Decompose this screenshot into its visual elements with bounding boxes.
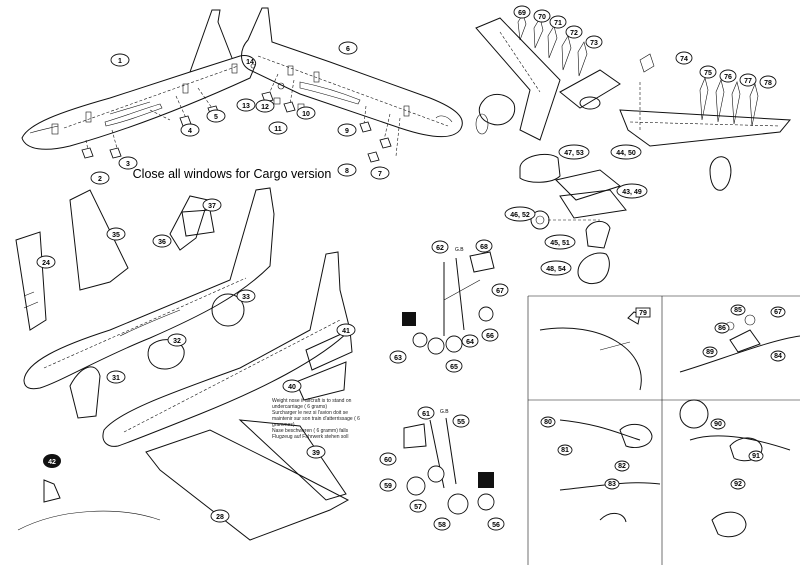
panel-callout-79: 79 — [639, 310, 647, 317]
callout-32: 32 — [173, 338, 181, 345]
callout-2: 2 — [98, 176, 102, 183]
callout-4: 4 — [188, 128, 192, 135]
fuselage-left-half — [21, 9, 257, 159]
weight-note-fr: Surcharger le nez si l'avion doit se mai… — [272, 410, 360, 428]
callout-35: 35 — [112, 232, 120, 239]
callout-33: 33 — [242, 294, 250, 301]
panel-callout-67: 67 — [774, 309, 782, 316]
panel-callout-86: 86 — [718, 325, 726, 332]
callout-11: 11 — [274, 126, 282, 133]
callout-67: 67 — [496, 288, 504, 295]
panel-callout-92: 92 — [734, 481, 742, 488]
detail-panel-grid — [527, 295, 800, 565]
weight-note-en: Weight nose if aircraft is to stand on u… — [272, 398, 352, 410]
wing-assembly-right — [619, 53, 792, 191]
callout-58: 58 — [438, 522, 446, 529]
panel-callout-85: 85 — [734, 307, 742, 314]
panel-callout-84: 84 — [774, 353, 782, 360]
nose-gear-code: G.B — [455, 247, 464, 253]
callout-75: 75 — [704, 70, 712, 77]
fuselage-assembly — [15, 187, 275, 419]
panel-callout-82: 82 — [618, 463, 626, 470]
callout-72: 72 — [570, 30, 578, 37]
callout-63: 63 — [394, 355, 402, 362]
main-gear-group — [403, 417, 495, 515]
callout-39: 39 — [312, 450, 320, 457]
callout-24: 24 — [42, 260, 50, 267]
callout-40: 40 — [288, 384, 296, 391]
fuselage-right-half — [241, 7, 463, 163]
callout-1: 1 — [118, 58, 122, 65]
panel-callout-81: 81 — [561, 447, 569, 454]
callout-37: 37 — [208, 203, 216, 210]
callout-69: 69 — [518, 10, 526, 17]
display-stand — [17, 479, 161, 531]
callout-42: 42 — [48, 459, 56, 466]
panel-nose-gear-installed — [679, 314, 800, 373]
callout-57: 57 — [414, 504, 422, 511]
callout-65: 65 — [450, 364, 458, 371]
callout-64: 64 — [466, 339, 474, 346]
panel-callout-91: 91 — [752, 453, 760, 460]
callout-markers: 1 2 3 4 5 6 7 8 9 10 11 12 13 14 69 70 7… — [36, 5, 786, 531]
callout-62: 62 — [436, 245, 444, 252]
callout-13: 13 — [242, 103, 250, 110]
callout-59: 59 — [384, 483, 392, 490]
callout-55: 55 — [457, 419, 465, 426]
callout-71: 71 — [554, 20, 562, 27]
callout-43-49: 43, 49 — [622, 189, 642, 196]
callout-61: 61 — [422, 411, 430, 418]
callout-46-52: 46, 52 — [510, 212, 530, 219]
callout-68: 68 — [480, 244, 488, 251]
wing-assembly-left — [475, 17, 621, 141]
weight-note: Weight nose if aircraft is to stand on u… — [272, 398, 367, 440]
nose-gear-group — [402, 251, 495, 355]
callout-14: 14 — [246, 59, 254, 66]
callout-7: 7 — [378, 171, 382, 178]
fuselage-side-and-wing — [102, 251, 353, 541]
callout-76: 76 — [724, 74, 732, 81]
callout-9: 9 — [345, 128, 349, 135]
callout-6: 6 — [346, 46, 350, 53]
callout-60: 60 — [384, 457, 392, 464]
callout-10: 10 — [302, 111, 310, 118]
callout-12: 12 — [261, 104, 269, 111]
panel-main-gear-installed — [679, 399, 791, 538]
engine-parts — [519, 153, 627, 285]
callout-41: 41 — [342, 328, 350, 335]
callout-48-54: 48, 54 — [546, 266, 566, 273]
cargo-caption: Close all windows for Cargo version — [133, 167, 332, 181]
callout-73: 73 — [590, 40, 598, 47]
callout-3: 3 — [126, 161, 130, 168]
panel-nose-gear-bay — [539, 311, 642, 391]
panel-callout-90: 90 — [714, 421, 722, 428]
callout-78: 78 — [764, 80, 772, 87]
callout-38: 28 — [216, 514, 224, 521]
callout-70: 70 — [538, 14, 546, 21]
callout-31: 31 — [112, 375, 120, 382]
callout-36: 36 — [158, 239, 166, 246]
panel-callout-89: 89 — [706, 349, 714, 356]
callout-47-53: 47, 53 — [564, 150, 584, 157]
callout-74: 74 — [680, 56, 688, 63]
panel-callout-83: 83 — [608, 481, 616, 488]
panel-callout-80: 80 — [544, 419, 552, 426]
callout-5: 5 — [214, 114, 218, 121]
callout-45-51: 45, 51 — [550, 240, 570, 247]
callout-66: 66 — [486, 333, 494, 340]
callout-8: 8 — [345, 168, 349, 175]
callout-44-50: 44, 50 — [616, 150, 636, 157]
callout-77: 77 — [744, 78, 752, 85]
main-gear-code: G.B — [440, 409, 449, 415]
panel-main-gear-bay — [559, 419, 661, 523]
callout-56: 56 — [492, 522, 500, 529]
weight-note-de: Nase beschweren ( 6 gramm) falls Flugzeu… — [272, 428, 349, 440]
